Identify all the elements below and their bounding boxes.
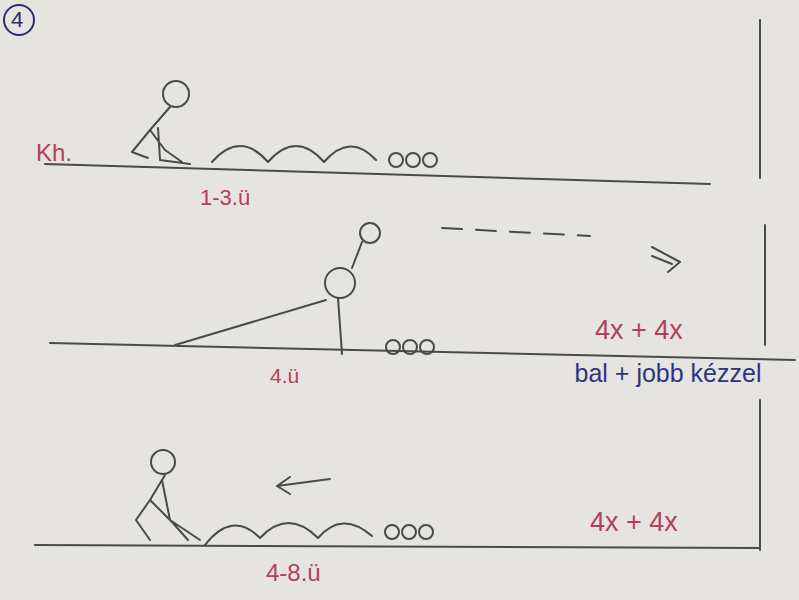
position-label: Kh. [36,140,72,166]
step-label: 1-3.ü [200,186,250,210]
repetition-label: 4x + 4x [590,508,678,538]
exercise-number: 4 [11,8,23,32]
step-label: 4-8.ü [266,560,321,586]
hand-note: bal + jobb kézzel [568,360,768,388]
repetition-label: 4x + 4x [595,316,683,346]
step-label: 4.ü [270,364,299,387]
